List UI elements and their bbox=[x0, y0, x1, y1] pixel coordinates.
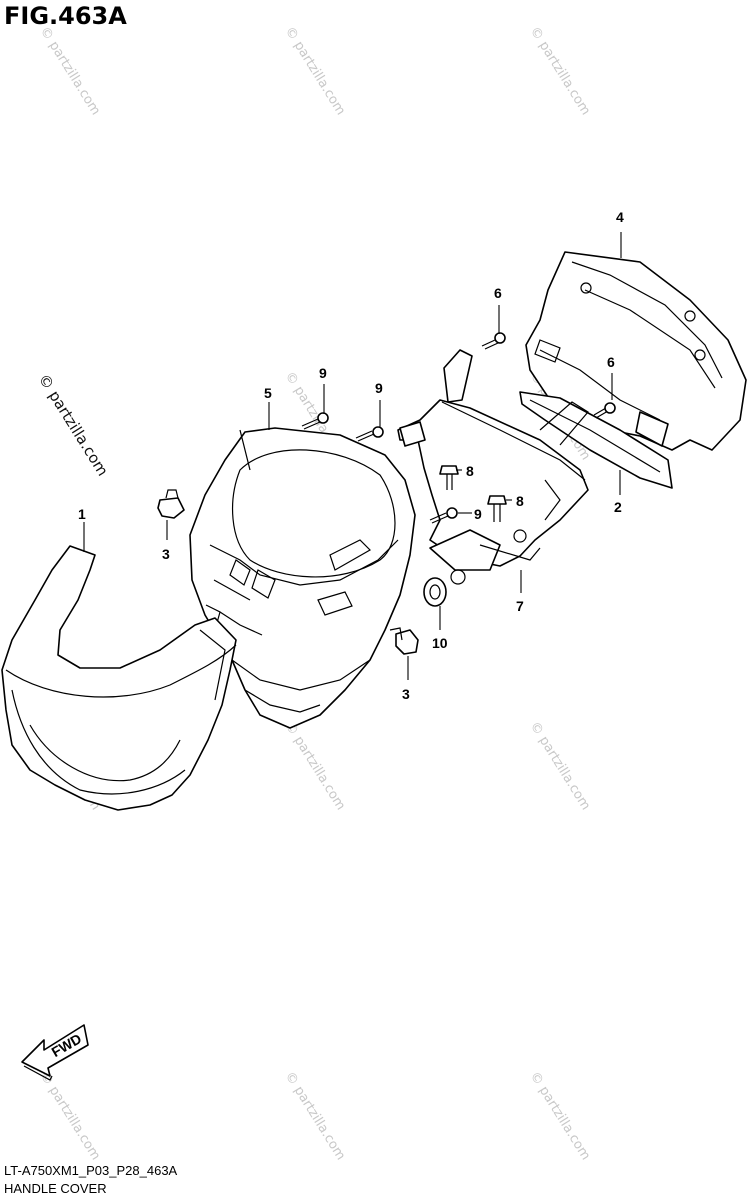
screw-9a bbox=[301, 412, 329, 430]
callout-9c: 9 bbox=[474, 506, 482, 522]
watermark: © partzilla.com bbox=[282, 719, 348, 813]
clip-3b bbox=[389, 627, 419, 655]
screw-9c bbox=[429, 507, 458, 524]
callout-9a: 9 bbox=[319, 365, 327, 381]
part-5-inner-cover bbox=[189, 427, 416, 729]
part-4-rear-housing bbox=[525, 251, 747, 451]
callout-labels: 1 2 3 3 4 5 6 6 7 8 8 9 9 9 10 bbox=[78, 209, 624, 702]
model-code: LT-A750XM1_P03_P28_463A bbox=[4, 1163, 178, 1178]
fasteners bbox=[157, 332, 616, 655]
watermark: © partzilla.com bbox=[527, 719, 593, 813]
callout-10: 10 bbox=[432, 635, 448, 651]
fwd-arrow-icon: FWD bbox=[21, 1024, 89, 1081]
figure-name: HANDLE COVER bbox=[4, 1181, 107, 1196]
watermark: © partzilla.com bbox=[37, 24, 103, 118]
bolt-8b bbox=[487, 495, 507, 522]
callout-3a: 3 bbox=[162, 546, 170, 562]
part-7-bracket bbox=[397, 349, 589, 585]
callout-9b: 9 bbox=[375, 380, 383, 396]
figure-title: FIG.463A bbox=[4, 2, 127, 30]
watermark: © partzilla.com bbox=[282, 24, 348, 118]
grommet-10 bbox=[423, 577, 447, 607]
callout-1: 1 bbox=[78, 506, 86, 522]
callout-8a: 8 bbox=[466, 463, 474, 479]
callout-5: 5 bbox=[264, 385, 272, 401]
callout-8b: 8 bbox=[516, 493, 524, 509]
leader-lines bbox=[83, 232, 622, 680]
screw-6a bbox=[481, 332, 506, 350]
watermark: © partzilla.com bbox=[527, 24, 593, 118]
watermark: © partzilla.com bbox=[37, 1069, 103, 1163]
callout-2: 2 bbox=[614, 499, 622, 515]
watermark: © partzilla.com bbox=[527, 1069, 593, 1163]
callout-6a: 6 bbox=[494, 285, 502, 301]
clip-3a bbox=[157, 489, 185, 519]
part-2-trim-strip bbox=[519, 391, 673, 489]
callout-4: 4 bbox=[616, 209, 624, 225]
callout-6b: 6 bbox=[607, 354, 615, 370]
part-1-front-cover bbox=[1, 545, 237, 811]
watermark: © partzilla.com bbox=[282, 1069, 348, 1163]
callout-3b: 3 bbox=[402, 686, 410, 702]
screw-9b bbox=[355, 426, 384, 442]
bolt-8a bbox=[439, 465, 459, 490]
screw-6b bbox=[593, 402, 616, 419]
watermark-main: © partzilla.com bbox=[35, 371, 112, 480]
callout-7: 7 bbox=[516, 598, 524, 614]
